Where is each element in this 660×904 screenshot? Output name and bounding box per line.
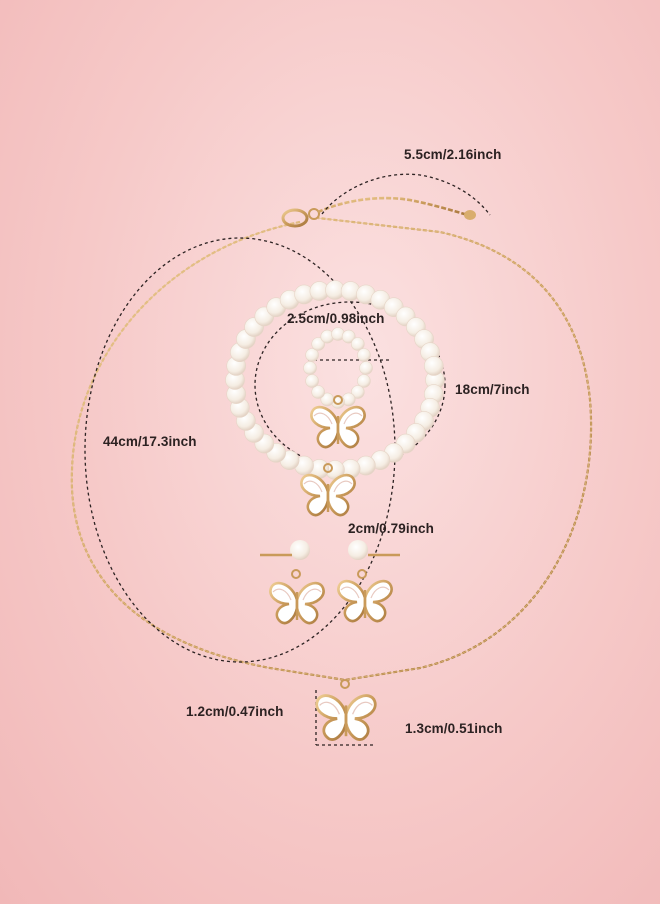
necklace-pendant [315,694,377,741]
ring-pearl [350,385,365,399]
extender-chain [317,196,469,217]
ring-pearl [311,337,326,351]
ring-pearl [357,348,371,362]
ring-pearl [303,361,317,375]
label-earring-size: 2cm/0.79inch [348,521,434,536]
ring-pearl [311,385,326,399]
earring-left [260,540,325,625]
ring-pearl [357,374,371,388]
bracelet-charm [300,473,356,517]
clasp [281,208,309,228]
ring-pearl [359,361,373,375]
ring-pearl [341,329,356,344]
label-pendant-width: 1.3cm/0.51inch [405,721,503,736]
pearl-bracelet [225,280,445,480]
label-necklace-length: 44cm/17.3inch [103,434,197,449]
ring-pearl [305,348,319,362]
ring-pearl [305,374,319,388]
ring-charm [310,405,366,449]
bracelet-pearl [423,356,444,376]
label-bracelet-length: 18cm/7inch [455,382,530,397]
label-pendant-height: 1.2cm/0.47inch [186,704,284,719]
label-ring-size: 2.5cm/0.98inch [287,311,385,326]
earring-right [337,540,400,623]
ring-pearl [350,337,365,351]
label-extender-length: 5.5cm/2.16inch [404,147,502,162]
